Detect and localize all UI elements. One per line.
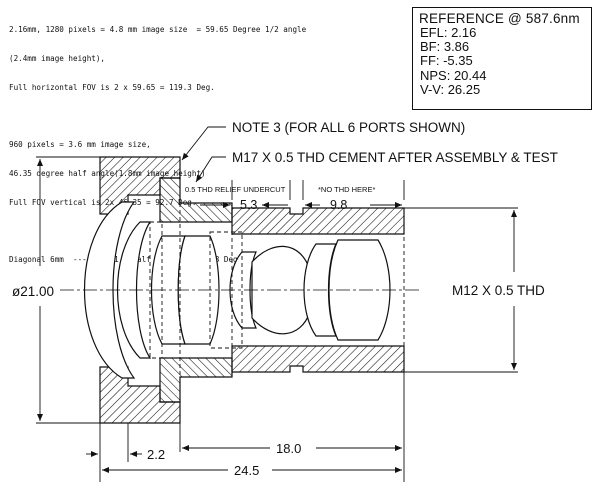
collar-bottom: [159, 357, 233, 403]
note3-label: NOTE 3 (FOR ALL 6 PORTS SHOWN): [232, 120, 465, 135]
dim-24-5-label: 24.5: [234, 463, 259, 478]
reference-efl: EFL: 2.16: [420, 25, 477, 40]
note-line: 2.16mm, 1280 pixels = 4.8 mm image size …: [9, 25, 307, 35]
reference-box: REFERENCE @ 587.6nm EFL: 2.16 BF: 3.86 F…: [412, 7, 592, 110]
m17-label: M17 X 0.5 THD CEMENT AFTER ASSEMBLY & TE…: [232, 150, 558, 165]
diameter-label: ø21.00: [12, 284, 54, 299]
reference-nps: NPS: 20.44: [420, 67, 487, 83]
dim-2-2-label: 2.2: [147, 447, 165, 462]
dimensions: [36, 126, 518, 482]
reference-bf: BF: 3.86: [420, 39, 470, 55]
barrel-bottom: [231, 345, 405, 373]
relief-label: 0.5 THD RELIEF UNDERCUT: [185, 185, 286, 194]
note-line: 960 pixels = 3.6 mm image size,: [9, 140, 151, 150]
housing: [99, 156, 405, 424]
nothd-label: *NO THD HERE*: [318, 185, 375, 194]
reference-ff: FF: -5.35: [420, 53, 473, 69]
m12-label: M12 X 0.5 THD: [452, 283, 545, 298]
dim-18-label: 18.0: [276, 441, 301, 456]
barrel-top: [231, 207, 405, 235]
note-line: (2.4mm image height),: [9, 53, 106, 63]
dim-9-8-label: 9.8: [330, 198, 347, 212]
reference-vv: V-V: 26.25: [420, 81, 481, 97]
note-line: Full horizontal FOV is 2 x 59.65 = 119.3…: [9, 82, 215, 92]
dim-5-3-label: 5.3: [240, 198, 257, 212]
reference-title: REFERENCE @ 587.6nm: [419, 11, 580, 26]
